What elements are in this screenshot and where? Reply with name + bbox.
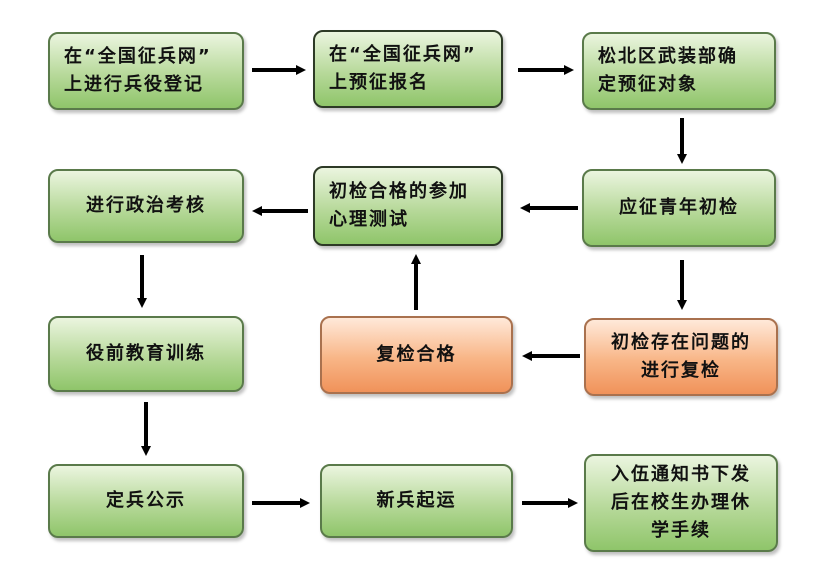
- node-label: 进行政治考核: [86, 195, 206, 216]
- node-label: 初检合格的参加 心理测试: [329, 181, 469, 230]
- node-label: 初检存在问题的 进行复检: [611, 332, 751, 381]
- node-final-announcement: 定兵公示: [48, 464, 244, 538]
- node-label: 在“全国征兵网” 上进行兵役登记: [64, 46, 212, 95]
- node-label: 定兵公示: [106, 490, 186, 511]
- node-pre-service-training: 役前教育训练: [48, 316, 244, 392]
- node-initial-exam: 应征青年初检: [582, 169, 776, 247]
- node-confirm-candidates: 松北区武装部确 定预征对象: [582, 32, 776, 110]
- node-label: 役前教育训练: [86, 343, 206, 364]
- node-reexam: 初检存在问题的 进行复检: [584, 318, 778, 396]
- node-label: 复检合格: [376, 344, 457, 365]
- node-political-review: 进行政治考核: [48, 169, 244, 243]
- node-pre-enlistment-signup: 在“全国征兵网” 上预征报名: [313, 30, 503, 108]
- node-label: 入伍通知书下发 后在校生办理休 学手续: [611, 464, 751, 541]
- node-military-service-registration: 在“全国征兵网” 上进行兵役登记: [48, 32, 244, 110]
- node-label: 应征青年初检: [619, 197, 739, 218]
- node-label: 新兵起运: [376, 490, 457, 511]
- node-reexam-passed: 复检合格: [320, 316, 513, 394]
- node-label: 松北区武装部确 定预征对象: [598, 46, 738, 95]
- node-recruit-departure: 新兵起运: [320, 464, 513, 538]
- node-psychological-test: 初检合格的参加 心理测试: [313, 166, 503, 246]
- node-suspend-study: 入伍通知书下发 后在校生办理休 学手续: [584, 454, 778, 552]
- node-label: 在“全国征兵网” 上预征报名: [329, 44, 477, 93]
